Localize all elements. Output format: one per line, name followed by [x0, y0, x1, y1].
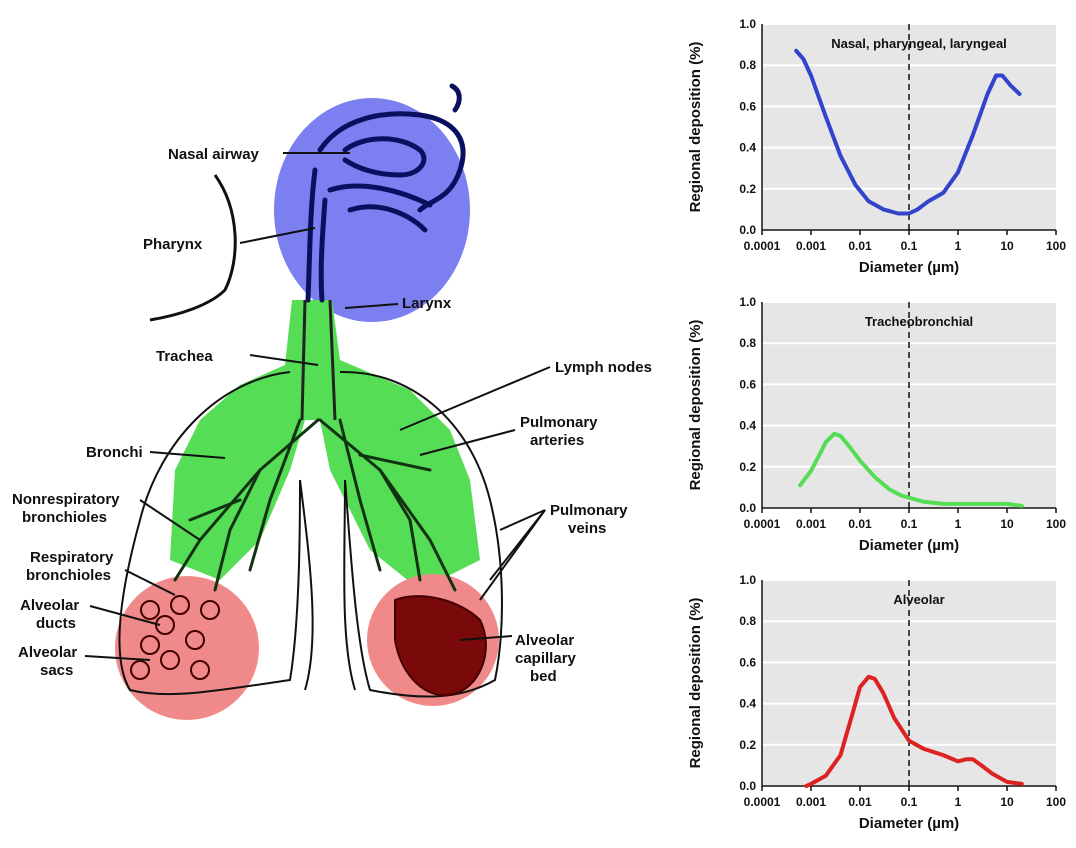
y-tick-label: 0.4 [739, 141, 756, 155]
label-nonrespiratory-2: bronchioles [22, 509, 107, 526]
label-bronchi: Bronchi [86, 444, 143, 461]
label-alveolar-capillary: Alveolar [515, 632, 574, 649]
x-tick-label: 1 [955, 795, 962, 809]
x-tick-label: 0.01 [848, 795, 872, 809]
chart-title: Alveolar [893, 592, 944, 607]
x-tick-label: 0.001 [796, 517, 826, 531]
y-tick-label: 0.6 [739, 377, 756, 391]
label-alveolar-ducts: Alveolar [20, 597, 79, 614]
chart-title: Tracheobronchial [865, 314, 973, 329]
y-axis-label: Regional deposition (%) [687, 598, 704, 769]
label-pulmonary-arteries-2: arteries [530, 432, 584, 449]
y-tick-label: 1.0 [739, 573, 756, 587]
y-tick-label: 0.4 [739, 697, 756, 711]
x-tick-label: 0.0001 [744, 795, 781, 809]
y-tick-label: 0.0 [739, 501, 756, 515]
x-tick-label: 1 [955, 239, 962, 253]
label-nasal-airway: Nasal airway [168, 146, 260, 163]
x-tick-label: 100 [1046, 517, 1066, 531]
x-tick-label: 0.1 [901, 239, 918, 253]
y-tick-label: 1.0 [739, 17, 756, 31]
y-tick-label: 0.6 [739, 99, 756, 113]
x-tick-label: 0.0001 [744, 517, 781, 531]
label-respiratory-2: bronchioles [26, 567, 111, 584]
label-pulmonary-veins: Pulmonary [550, 502, 628, 519]
y-tick-label: 0.8 [739, 336, 756, 350]
x-tick-label: 1 [955, 517, 962, 531]
x-axis-label: Diameter (µm) [859, 259, 959, 276]
x-tick-label: 100 [1046, 239, 1066, 253]
chart-tracheobronchial: 0.0 0.2 0.4 0.6 0.8 1.0 0.0001 0.001 0.01 0.1 1 10 1… [680, 288, 1072, 570]
x-tick-label: 0.001 [796, 795, 826, 809]
label-respiratory: Respiratory [30, 549, 114, 566]
label-alveolar-sacs: Alveolar [18, 644, 77, 661]
y-tick-label: 0.8 [739, 58, 756, 72]
x-tick-label: 10 [1000, 517, 1014, 531]
label-larynx: Larynx [402, 295, 452, 312]
x-tick-label: 0.1 [901, 517, 918, 531]
label-alveolar-capillary-3: bed [530, 668, 557, 685]
y-tick-label: 0.0 [739, 779, 756, 793]
upper-airway-region [274, 98, 470, 322]
x-tick-label: 0.001 [796, 239, 826, 253]
y-tick-label: 0.2 [739, 182, 756, 196]
y-tick-label: 0.6 [739, 655, 756, 669]
respiratory-tract-diagram: Nasal airway Pharynx Larynx Trachea Lymp… [0, 0, 680, 848]
y-tick-label: 0.2 [739, 738, 756, 752]
y-tick-label: 0.2 [739, 460, 756, 474]
chart-title: Nasal, pharyngeal, laryngeal [831, 36, 1007, 51]
y-tick-label: 0.4 [739, 419, 756, 433]
label-lymph-nodes: Lymph nodes [555, 359, 652, 376]
label-alveolar-capillary-2: capillary [515, 650, 577, 667]
label-pharynx: Pharynx [143, 236, 203, 253]
x-tick-label: 100 [1046, 795, 1066, 809]
x-tick-label: 10 [1000, 239, 1014, 253]
label-alveolar-sacs-2: sacs [40, 662, 73, 679]
label-nonrespiratory: Nonrespiratory [12, 491, 120, 508]
x-tick-label: 0.01 [848, 239, 872, 253]
x-tick-label: 0.01 [848, 517, 872, 531]
chart-nasal-pharyngeal-laryngeal: 0.0 0.2 0.4 0.6 0.8 1.0 0.0001 0.001 0.01 0.1 1 10 1… [680, 10, 1072, 292]
y-tick-label: 1.0 [739, 295, 756, 309]
x-axis-label: Diameter (µm) [859, 537, 959, 554]
x-tick-label: 0.1 [901, 795, 918, 809]
chart-alveolar: 0.0 0.2 0.4 0.6 0.8 1.0 0.0001 0.001 0.01 0.1 1 10 1… [680, 566, 1072, 848]
y-tick-label: 0.0 [739, 223, 756, 237]
y-axis-label: Regional deposition (%) [687, 42, 704, 213]
x-tick-label: 10 [1000, 795, 1014, 809]
label-alveolar-ducts-2: ducts [36, 615, 76, 632]
y-axis-label: Regional deposition (%) [687, 320, 704, 491]
x-tick-label: 0.0001 [744, 239, 781, 253]
y-tick-label: 0.8 [739, 614, 756, 628]
label-pulmonary-arteries: Pulmonary [520, 414, 598, 431]
label-pulmonary-veins-2: veins [568, 520, 606, 537]
x-axis-label: Diameter (µm) [859, 815, 959, 832]
label-trachea: Trachea [156, 348, 213, 365]
alveolar-region-left [115, 576, 259, 720]
